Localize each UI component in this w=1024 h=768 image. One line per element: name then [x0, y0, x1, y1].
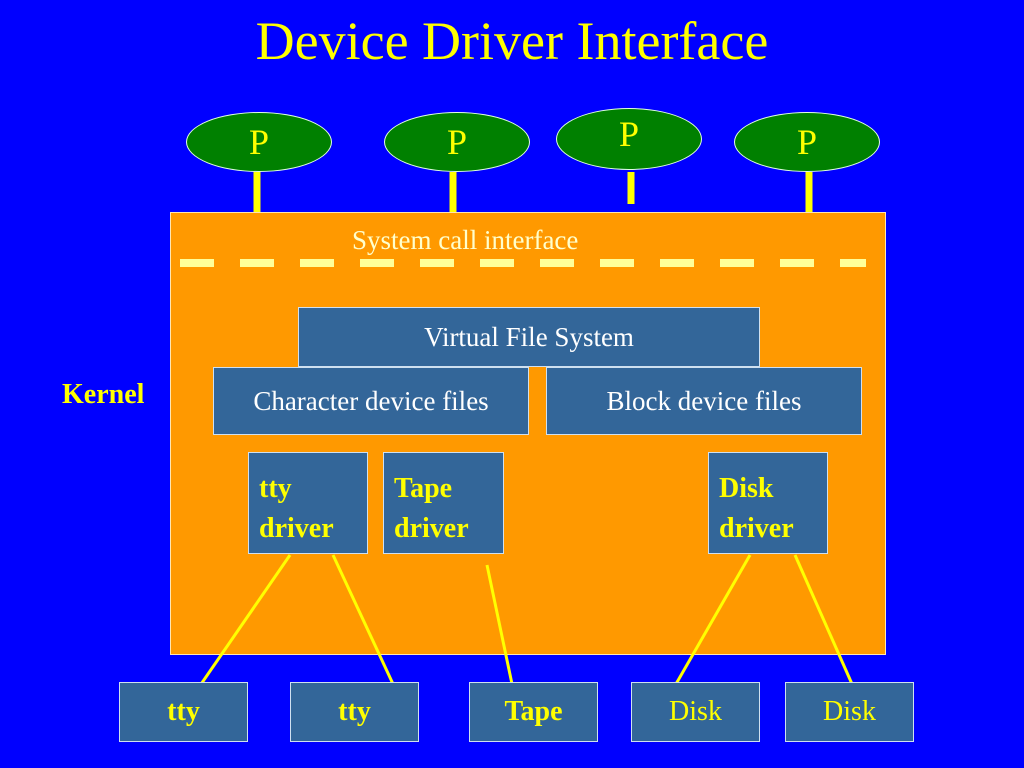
tty-driver-box: tty driver: [248, 452, 368, 554]
process-node: P: [734, 112, 880, 172]
disk-driver-to-disk-1: [674, 554, 752, 685]
disk-driver-to-disk-2: [793, 554, 854, 685]
character-device-files-box: Character device files: [213, 367, 529, 435]
device-tape: Tape: [469, 682, 598, 742]
disk-driver-box: Disk driver: [708, 452, 828, 554]
process-node: P: [556, 108, 702, 170]
system-call-boundary-line: [180, 259, 866, 267]
system-call-interface-label: System call interface: [352, 225, 579, 255]
block-device-files-box: Block device files: [546, 367, 862, 435]
process-node: P: [186, 112, 332, 172]
process-node: P: [384, 112, 530, 172]
tty-driver-to-tty-1: [195, 554, 292, 691]
driver-label-line: tty: [259, 473, 292, 504]
tty-driver-to-tty-2: [331, 554, 395, 685]
driver-label-line: Disk: [719, 473, 774, 504]
tape-driver-box: Tape driver: [383, 452, 504, 554]
kernel-label: Kernel: [62, 379, 145, 410]
driver-label-line: Tape: [394, 473, 453, 504]
slide-title: Device Driver Interface: [255, 11, 769, 71]
virtual-file-system-box: Virtual File System: [298, 307, 760, 367]
device-disk-2: Disk: [785, 682, 914, 742]
driver-label-line: driver: [394, 513, 469, 544]
driver-label-line: driver: [719, 513, 794, 544]
device-tty-2: tty: [290, 682, 419, 742]
device-disk-1: Disk: [631, 682, 760, 742]
driver-label-line: driver: [259, 513, 334, 544]
tape-driver-to-tape: [485, 564, 514, 685]
device-tty-1: tty: [119, 682, 248, 742]
